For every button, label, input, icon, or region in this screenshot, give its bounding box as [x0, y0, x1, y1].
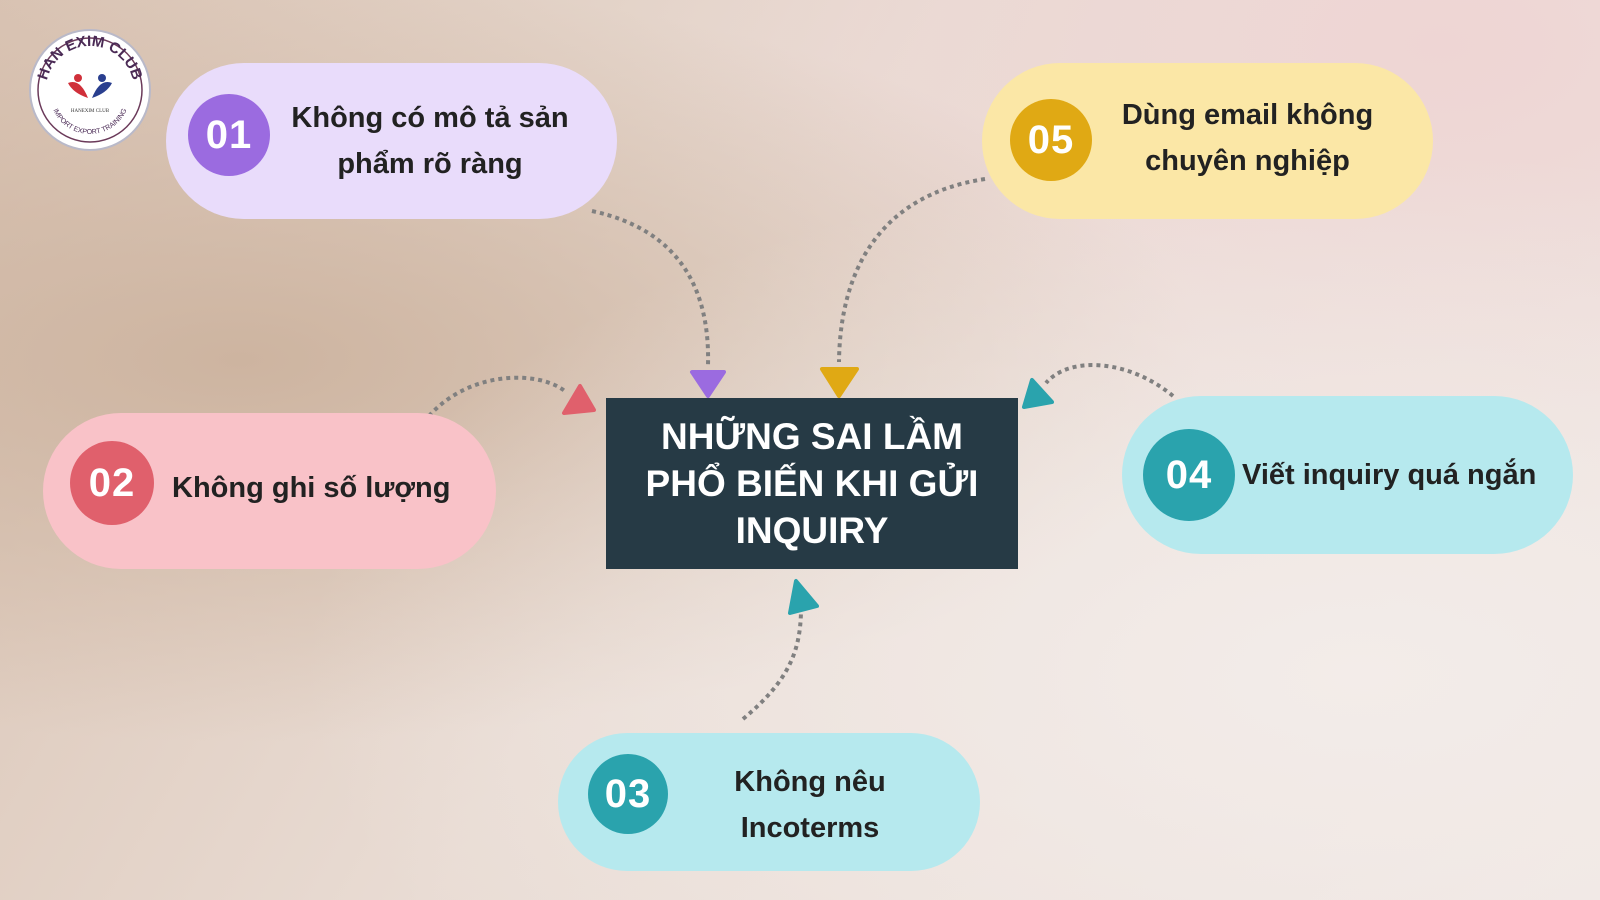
han-exim-club-logo: HAN EXIM CLUB IMPORT EXPORT TRAINING HAN…: [28, 28, 152, 152]
connector-05: [837, 177, 986, 363]
item-number-04: 04: [1143, 429, 1235, 521]
item-number-01: 01: [188, 94, 270, 176]
arrow-head-01: [690, 370, 726, 398]
arrow-head-05: [820, 367, 859, 398]
item-number-05: 05: [1010, 99, 1092, 181]
arrow-head-03: [788, 579, 819, 615]
item-text-04: Viết inquiry quá ngắn: [1242, 459, 1537, 491]
connector-03: [741, 611, 803, 721]
item-number-02: 02: [70, 441, 154, 525]
connector-04: [1044, 363, 1175, 398]
title-box: NHỮNG SAI LẦM PHỔ BIẾN KHI GỬI INQUIRY: [606, 398, 1018, 569]
item-text-02: Không ghi số lượng: [172, 472, 451, 504]
item-text-01: Không có mô tả sản phẩm rõ ràng: [291, 102, 569, 180]
item-text-05: Dùng email không chuyên nghiệp: [1121, 99, 1374, 177]
connector-01: [591, 209, 711, 366]
arrow-head-04: [1022, 378, 1054, 409]
page-title: NHỮNG SAI LẦM PHỔ BIẾN KHI GỬI INQUIRY: [645, 416, 979, 551]
svg-text:HANEXIM CLUB: HANEXIM CLUB: [71, 109, 110, 114]
item-text-03: Không nêu Incoterms: [734, 766, 886, 844]
arrow-head-02: [562, 384, 596, 415]
item-number-03: 03: [588, 754, 668, 834]
connector-02: [427, 375, 568, 418]
